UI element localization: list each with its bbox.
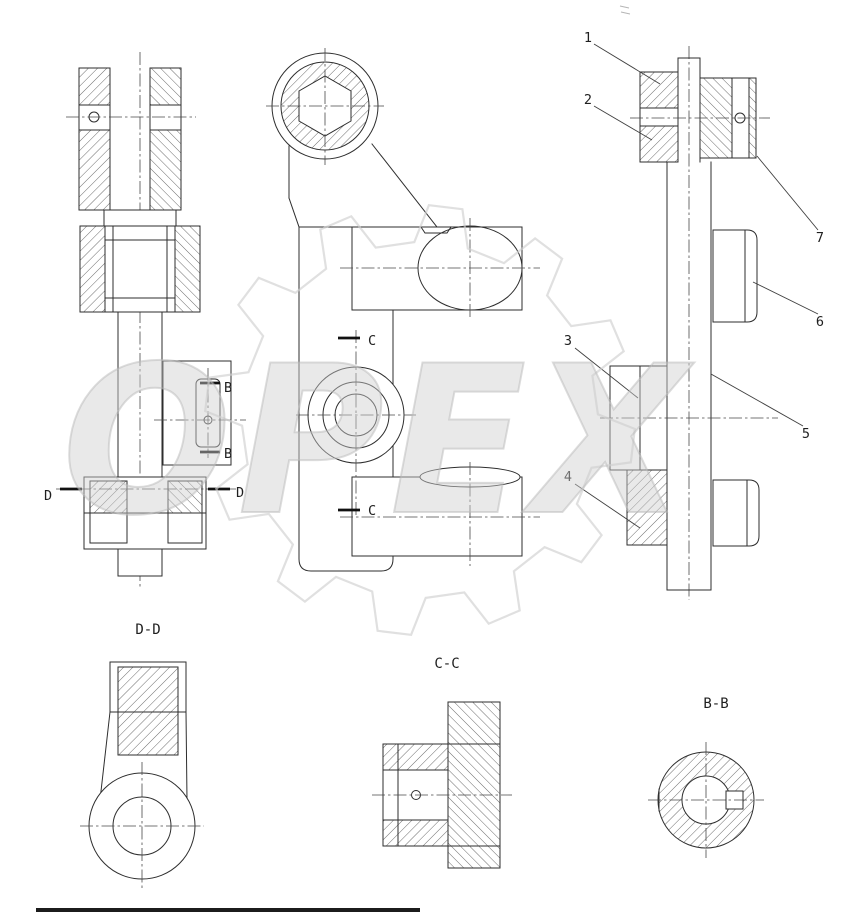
section-marker-b-bottom: B bbox=[224, 446, 232, 462]
watermark-text: OPEX bbox=[62, 323, 695, 561]
view-section-cc bbox=[372, 701, 512, 869]
callout-7: 7 bbox=[816, 230, 824, 246]
callout-6: 6 bbox=[816, 314, 824, 330]
callout-3: 3 bbox=[564, 333, 572, 349]
view-lever bbox=[266, 48, 540, 572]
view-label-dd: D-D bbox=[135, 622, 160, 638]
section-marker-b-top: B bbox=[224, 380, 232, 396]
callout-5: 5 bbox=[802, 426, 810, 442]
callout-4: 4 bbox=[564, 469, 572, 485]
view-section-bb bbox=[648, 742, 764, 858]
section-markers: C C B B D D bbox=[44, 333, 376, 519]
corner-artifact bbox=[619, 5, 631, 15]
view-right-assembly bbox=[600, 46, 778, 600]
section-marker-d-right: D bbox=[236, 485, 244, 501]
watermark: OPEX bbox=[61, 204, 695, 636]
section-marker-d-left: D bbox=[44, 488, 52, 504]
gear-watermark-icon bbox=[204, 204, 636, 636]
view-section-dd bbox=[80, 661, 204, 890]
section-marker-c-bottom: C bbox=[368, 503, 376, 519]
callout-2: 2 bbox=[584, 92, 592, 108]
view-titles: D-D C-C B-B bbox=[135, 622, 728, 712]
view-label-cc: C-C bbox=[434, 656, 459, 672]
section-marker-c-top: C bbox=[368, 333, 376, 349]
callout-group: 1 2 3 4 5 6 7 bbox=[564, 30, 824, 529]
bottom-edge-artifact bbox=[36, 908, 420, 912]
callout-1: 1 bbox=[584, 30, 592, 46]
view-label-bb: B-B bbox=[703, 696, 728, 712]
